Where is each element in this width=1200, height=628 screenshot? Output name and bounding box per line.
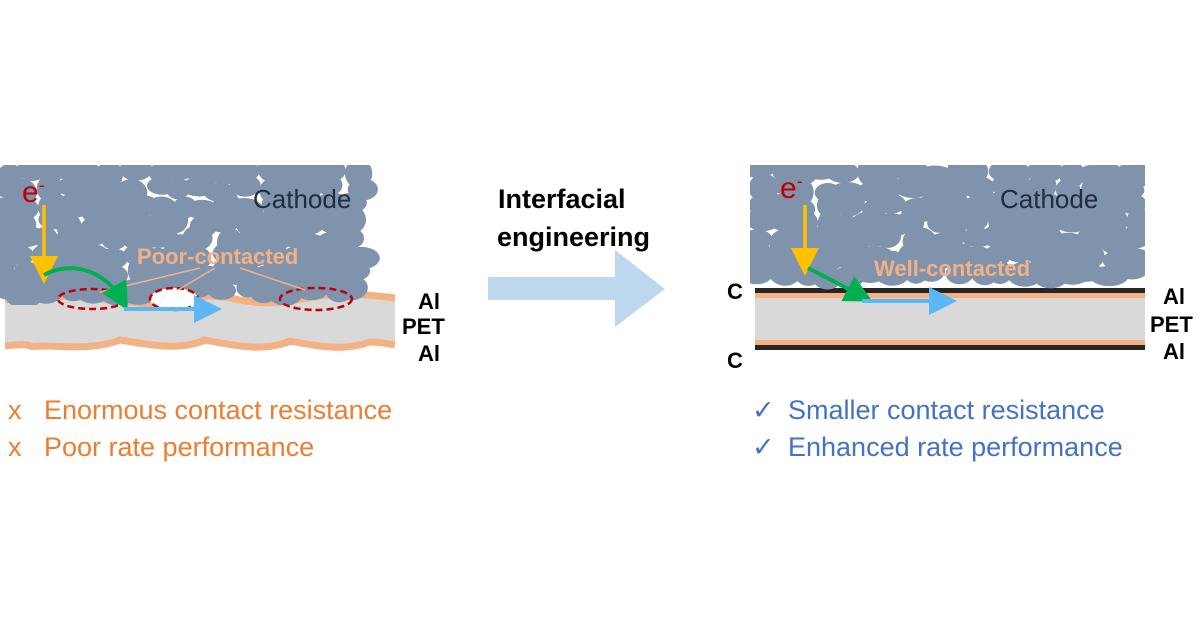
left-bottom-al-layer [4,336,396,351]
right-top-carbon-layer [755,288,1145,293]
right-current-collector [755,288,1145,350]
right-layer-label-al-bottom: Al [1163,339,1185,364]
bullet-text: Enhanced rate performance [788,432,1123,462]
right-electron-path [791,205,957,315]
process-title-line2: engineering [497,222,651,252]
cathode-particle [873,224,902,248]
contact-gap-ellipse [278,286,354,312]
electron-superscript: - [796,171,803,191]
cathode-particle [1004,244,1040,263]
cathode-particle [212,242,243,264]
left-layer-label-pet: PET [402,314,445,339]
left-layer-label-al-top: Al [418,289,440,314]
bullet-text: Smaller contact resistance [788,395,1105,425]
left-green-arrow [43,266,128,311]
cathode-particle [292,258,324,286]
cathode-particle [1116,227,1145,249]
cathode-particle [826,165,860,183]
cathode-particle [9,245,34,265]
cathode-particle [203,207,242,233]
cathode-particle [750,257,775,285]
cathode-particle [832,187,865,217]
cathode-particle [875,193,906,214]
cathode-particle [336,205,366,234]
cathode-particle [963,176,995,200]
right-layer-label-pet: PET [1150,312,1193,337]
cathode-particle [100,226,128,250]
bullet-text: Poor rate performance [44,432,315,462]
cathode-particle [207,281,236,300]
cathode-particle [77,226,109,246]
cathode-particle [229,174,261,197]
cathode-particle [869,175,903,200]
cross-marker: x [8,395,22,425]
right-pet-layer [755,298,1145,340]
cathode-particle [334,275,368,301]
cathode-particle [987,261,1013,284]
cathode-particle [1055,243,1089,268]
cathode-particle [1116,260,1145,280]
right-layer-label-al-top: Al [1163,284,1185,309]
electron-symbol: e [22,176,39,209]
right-bottom-carbon-layer [755,345,1145,350]
right-carbon-label-bottom: C [727,348,743,373]
check-icon: ✓ [752,432,775,462]
cathode-particle [1006,261,1044,287]
right-bottom-al-layer [755,340,1145,345]
cathode-particle [809,225,841,253]
left-current-collector [4,290,396,351]
cathode-particle [875,262,910,286]
contact-gap-ellipse [148,286,200,312]
right-bullet-1: ✓ Smaller contact resistance [752,397,1105,424]
cathode-particle [339,228,364,249]
cathode-particle [297,173,322,202]
cathode-particle [1101,207,1128,235]
electron-symbol: e [780,172,797,205]
bullet-text: Enormous contact resistance [44,395,393,425]
cathode-particle [119,165,153,181]
cathode-particle [316,174,343,196]
left-electron-label: e- [22,176,45,208]
right-carbon-label-top: C [727,279,743,304]
process-title-line1: Interfacial [498,184,626,214]
left-electron-path [30,205,222,323]
process-arrow [488,250,665,327]
left-cathode-label: Cathode [253,184,352,214]
cathode-particle [28,274,65,304]
cathode-particle [917,259,946,282]
cathode-particle [208,165,239,186]
electron-superscript: - [38,175,45,195]
left-callout-label: Poor-contacted [137,244,299,269]
right-cathode-label: Cathode [1000,184,1099,214]
right-top-al-layer [755,293,1145,298]
left-layer-label-al-bottom: Al [418,341,440,366]
left-bullet-2: x Poor rate performance [8,434,314,461]
cathode-particle [945,263,974,285]
right-green-arrow [807,266,873,302]
right-callout-label: Well-contacted [874,256,1031,281]
cross-marker: x [8,432,22,462]
cathode-particle [960,210,988,232]
right-bullet-2: ✓ Enhanced rate performance [752,434,1123,461]
cathode-particle [294,281,328,301]
cathode-particle [267,277,304,305]
cathode-particle [982,222,1023,250]
left-bullet-1: x Enormous contact resistance [8,397,392,424]
left-cathode-particles [0,165,380,305]
cathode-particle [1079,244,1105,268]
check-icon: ✓ [752,395,775,425]
right-electron-label: e- [780,172,803,204]
